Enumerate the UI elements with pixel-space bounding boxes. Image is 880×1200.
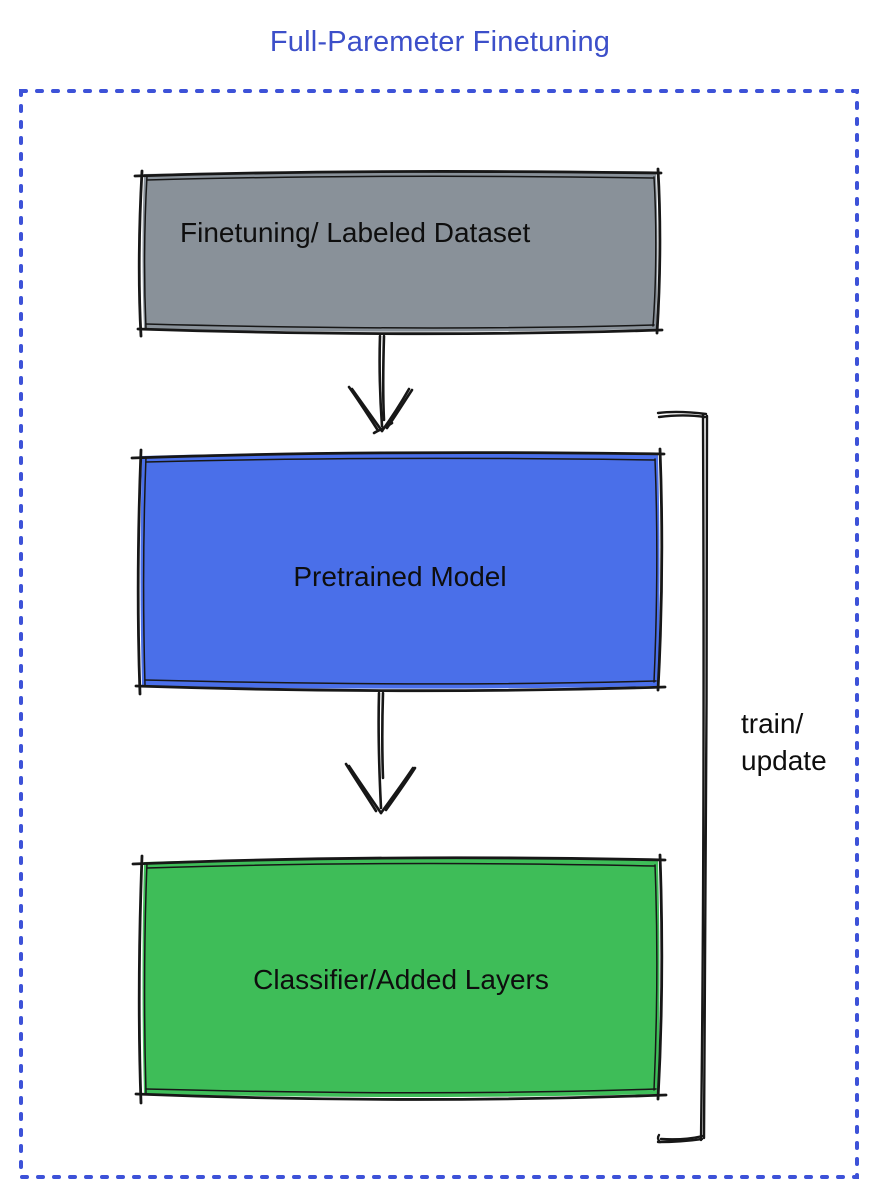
dataset-box <box>133 167 664 338</box>
train-update-label: train/ update <box>741 705 827 779</box>
pretrained-box-outline-sketch <box>142 456 658 686</box>
page-title: Full-Paremeter Finetuning <box>269 26 611 58</box>
classifier-box-label: Classifier/Added Layers <box>253 964 549 995</box>
dotted-container-border <box>19 89 859 1179</box>
arrow-dataset-to-pretrained <box>347 334 414 435</box>
pretrained-box-fill <box>140 452 660 689</box>
classifier-box-outline-sketch <box>143 862 658 1094</box>
pretrained-box-outline <box>130 447 667 696</box>
dataset-box-outline-sketch <box>143 175 657 330</box>
classifier-box <box>131 853 668 1105</box>
train-update-label-line1: train/ <box>741 708 804 739</box>
classifier-box-outline <box>131 853 668 1105</box>
train-update-bracket <box>656 410 709 1144</box>
dataset-box-fill <box>142 171 658 332</box>
pretrained-box-label: Pretrained Model <box>293 561 507 592</box>
dataset-box-outline <box>133 167 664 338</box>
dataset-box-label: Finetuning/ Labeled Dataset <box>180 217 531 248</box>
pretrained-box <box>130 447 667 696</box>
train-update-label-line2: update <box>741 745 827 776</box>
classifier-box-fill <box>142 858 660 1098</box>
arrow-pretrained-to-classifier <box>344 691 417 815</box>
